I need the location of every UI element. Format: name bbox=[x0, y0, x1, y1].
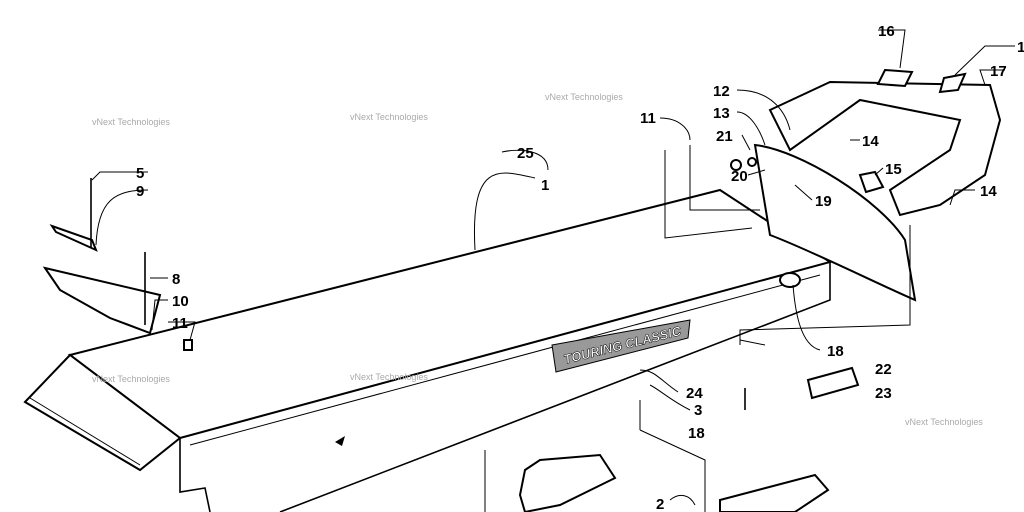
watermark: vNext Technologies bbox=[905, 417, 983, 427]
callout-11: 11 bbox=[172, 315, 188, 332]
watermark: vNext Technologies bbox=[350, 372, 428, 382]
callout-23: 23 bbox=[875, 385, 892, 402]
callout-11: 11 bbox=[640, 110, 656, 127]
watermark: vNext Technologies bbox=[545, 92, 623, 102]
watermark: vNext Technologies bbox=[350, 112, 428, 122]
callout-13: 13 bbox=[713, 105, 730, 122]
callout-19: 19 bbox=[815, 193, 832, 210]
watermark: vNext Technologies bbox=[92, 374, 170, 384]
callout-17: 17 bbox=[990, 63, 1007, 80]
callout-10: 10 bbox=[172, 293, 189, 310]
rear-bumper bbox=[730, 68, 1002, 400]
callout-25: 25 bbox=[517, 145, 534, 162]
callout-5: 5 bbox=[136, 165, 144, 182]
callout-18: 18 bbox=[688, 425, 705, 442]
bracket bbox=[49, 224, 98, 252]
callout-14: 14 bbox=[862, 133, 879, 150]
callout-14: 14 bbox=[980, 183, 997, 200]
callout-22: 22 bbox=[875, 361, 892, 378]
callout-21: 21 bbox=[716, 128, 733, 145]
callout-labels: 25 1 2 3 5 8 9 10 11 11 12 13 14 14 15 1… bbox=[136, 23, 1024, 512]
watermarks: vNext Technologies vNext Technologies vN… bbox=[92, 92, 983, 427]
callout-18: 18 bbox=[1017, 39, 1024, 56]
watermark: vNext Technologies bbox=[92, 117, 170, 127]
callout-16: 16 bbox=[878, 23, 895, 40]
callout-12: 12 bbox=[713, 83, 730, 100]
callout-3: 3 bbox=[694, 402, 702, 419]
callout-18: 18 bbox=[827, 343, 844, 360]
callout-15: 15 bbox=[885, 161, 902, 178]
running-board bbox=[518, 453, 617, 512]
callout-24: 24 bbox=[686, 385, 703, 402]
callout-1: 1 bbox=[541, 177, 549, 194]
callout-20: 20 bbox=[731, 168, 748, 185]
callout-9: 9 bbox=[136, 183, 144, 200]
callout-8: 8 bbox=[172, 271, 180, 288]
tunnel-part: TOURING CLASSIC bbox=[23, 188, 833, 512]
callout-2: 2 bbox=[656, 496, 664, 512]
